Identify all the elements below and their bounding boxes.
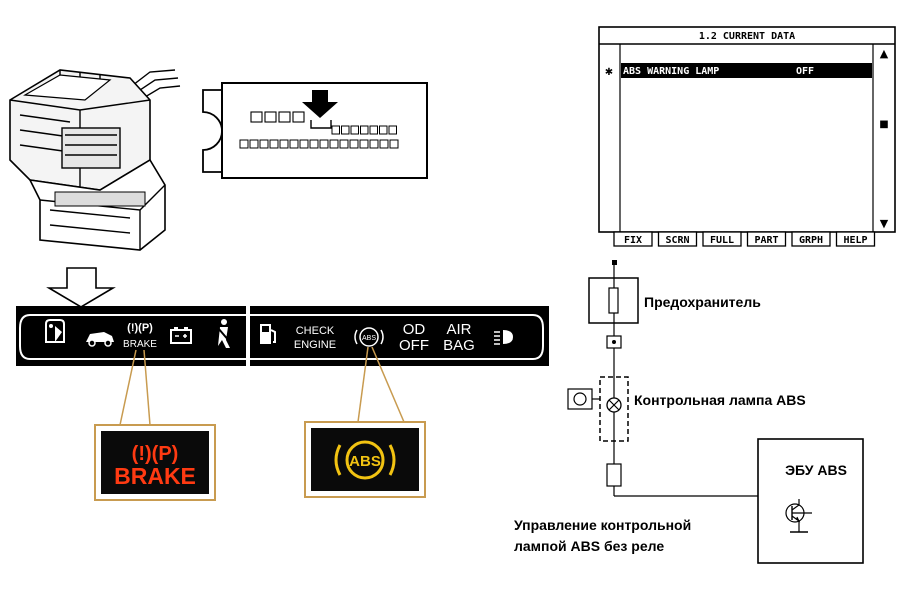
ecu-box: [757, 438, 864, 564]
od-off-line1: OD: [403, 321, 426, 338]
abs-small-icon: [354, 327, 384, 347]
air-bag-line2: BAG: [443, 337, 475, 354]
socket-pin: [379, 125, 388, 135]
check-engine-line1: CHECK: [296, 325, 335, 337]
scanner-screen: 1.2 CURRENT DATA ✱ ABS WARNING LAMP OFF …: [598, 26, 896, 233]
socket-pin: [289, 139, 299, 149]
ecu-label: ЭБУ ABS: [785, 462, 847, 478]
abs-lamp-zoom: ABS: [304, 421, 426, 498]
socket-pin: [341, 125, 350, 135]
fuse-label: Предохранитель: [644, 294, 761, 310]
scanner-key-help[interactable]: HELP: [835, 231, 876, 247]
circuit-diagram: Предохранитель Контрольная лампа ABS ЭБУ…: [514, 260, 864, 564]
socket-pin: [259, 139, 269, 149]
scanner-key-label: SCRN: [665, 235, 689, 246]
socket-pin: [369, 139, 379, 149]
transistor-icon: [785, 499, 812, 533]
brake-zoom-label: BRAKE: [114, 463, 196, 489]
control-label-line1: Управление контрольной: [514, 517, 691, 533]
socket-pin: [249, 139, 259, 149]
row-value: OFF: [796, 66, 814, 77]
scanner-key-part[interactable]: PART: [746, 231, 787, 247]
brake-small-label: BRAKE: [123, 339, 157, 350]
scanner-key-grph[interactable]: GRPH: [791, 231, 831, 247]
callout-lines: [119, 346, 405, 426]
lamp-label: Контрольная лампа ABS: [634, 392, 806, 408]
socket-pin: [319, 139, 329, 149]
socket-pin: [331, 125, 340, 135]
dlc-socket-illustration: [202, 82, 428, 179]
scanner-key-fix[interactable]: FIX: [613, 231, 653, 247]
scanner-key-full[interactable]: FULL: [702, 231, 742, 247]
abs-zoom-label: ABS: [349, 453, 381, 470]
socket-pin: [279, 139, 289, 149]
socket-pin: [239, 139, 249, 149]
air-bag-line1: AIR: [446, 321, 471, 338]
scanner-title: 1.2 CURRENT DATA: [699, 31, 795, 42]
socket-pin: [349, 139, 359, 149]
scanner-function-keys: FIX SCRN FULL PART GRPH HELP: [613, 231, 876, 247]
door-open-icon: [45, 319, 65, 343]
down-arrow-icon: [46, 267, 116, 308]
ecu-connector: [606, 463, 622, 487]
brake-small-symbols: (!)(P): [127, 322, 153, 334]
scanner-key-label: HELP: [843, 235, 867, 246]
socket-pin: [360, 125, 369, 135]
socket-pin: [278, 111, 291, 123]
selected-row[interactable]: [621, 63, 872, 78]
scroll-up-icon[interactable]: ▲: [880, 47, 889, 60]
socket-pin: [389, 139, 399, 149]
row-marker-icon: ✱: [605, 67, 613, 78]
scanner-key-label: FULL: [710, 235, 734, 246]
od-off-line2: OFF: [399, 337, 429, 354]
socket-pin: [339, 139, 349, 149]
socket-pin: [350, 125, 359, 135]
socket-pin: [250, 111, 263, 123]
socket-pin: [359, 139, 369, 149]
scanner-key-scrn[interactable]: SCRN: [657, 231, 698, 247]
power-terminal: [612, 260, 617, 265]
scroll-thumb-icon[interactable]: ■: [879, 119, 888, 130]
socket-pin: [264, 111, 277, 123]
brake-lamp-zoom: (!)(P) BRAKE: [94, 424, 216, 501]
abs-zoom-ring: [345, 440, 385, 480]
connector-illustration: [9, 69, 181, 251]
abs-small-label: ABS: [362, 335, 376, 342]
socket-pin: [369, 125, 378, 135]
socket-pin: [269, 139, 279, 149]
lamp-icon: [606, 397, 622, 413]
abs-zoom-brackets: [334, 444, 396, 476]
brake-zoom-symbols: (!)(P): [132, 443, 179, 465]
check-engine-line2: ENGINE: [294, 339, 336, 351]
pin-arrow-icon: [302, 90, 338, 118]
fuse-icon: [608, 287, 619, 314]
scroll-down-icon[interactable]: ▼: [880, 217, 889, 230]
row-param: ABS WARNING LAMP: [623, 66, 719, 77]
headlight-icon: [494, 330, 513, 345]
socket-pin: [299, 139, 309, 149]
fuel-icon: [260, 324, 276, 344]
scanner-key-label: GRPH: [799, 235, 823, 246]
trunk-open-icon: [86, 332, 114, 347]
dashboard-panel: (!)(P) BRAKE CHECK ENGINE ABS OD: [16, 306, 549, 366]
socket-pin: [292, 111, 305, 123]
socket-pin: [388, 125, 397, 135]
socket-pin: [329, 139, 339, 149]
battery-icon: [170, 327, 192, 344]
control-label-line2: лампой ABS без реле: [514, 538, 664, 554]
socket-pin: [379, 139, 389, 149]
seat-belt-icon: [217, 319, 231, 348]
scanner-key-label: PART: [754, 235, 778, 246]
scanner-key-label: FIX: [624, 235, 642, 246]
socket-pin: [309, 139, 319, 149]
